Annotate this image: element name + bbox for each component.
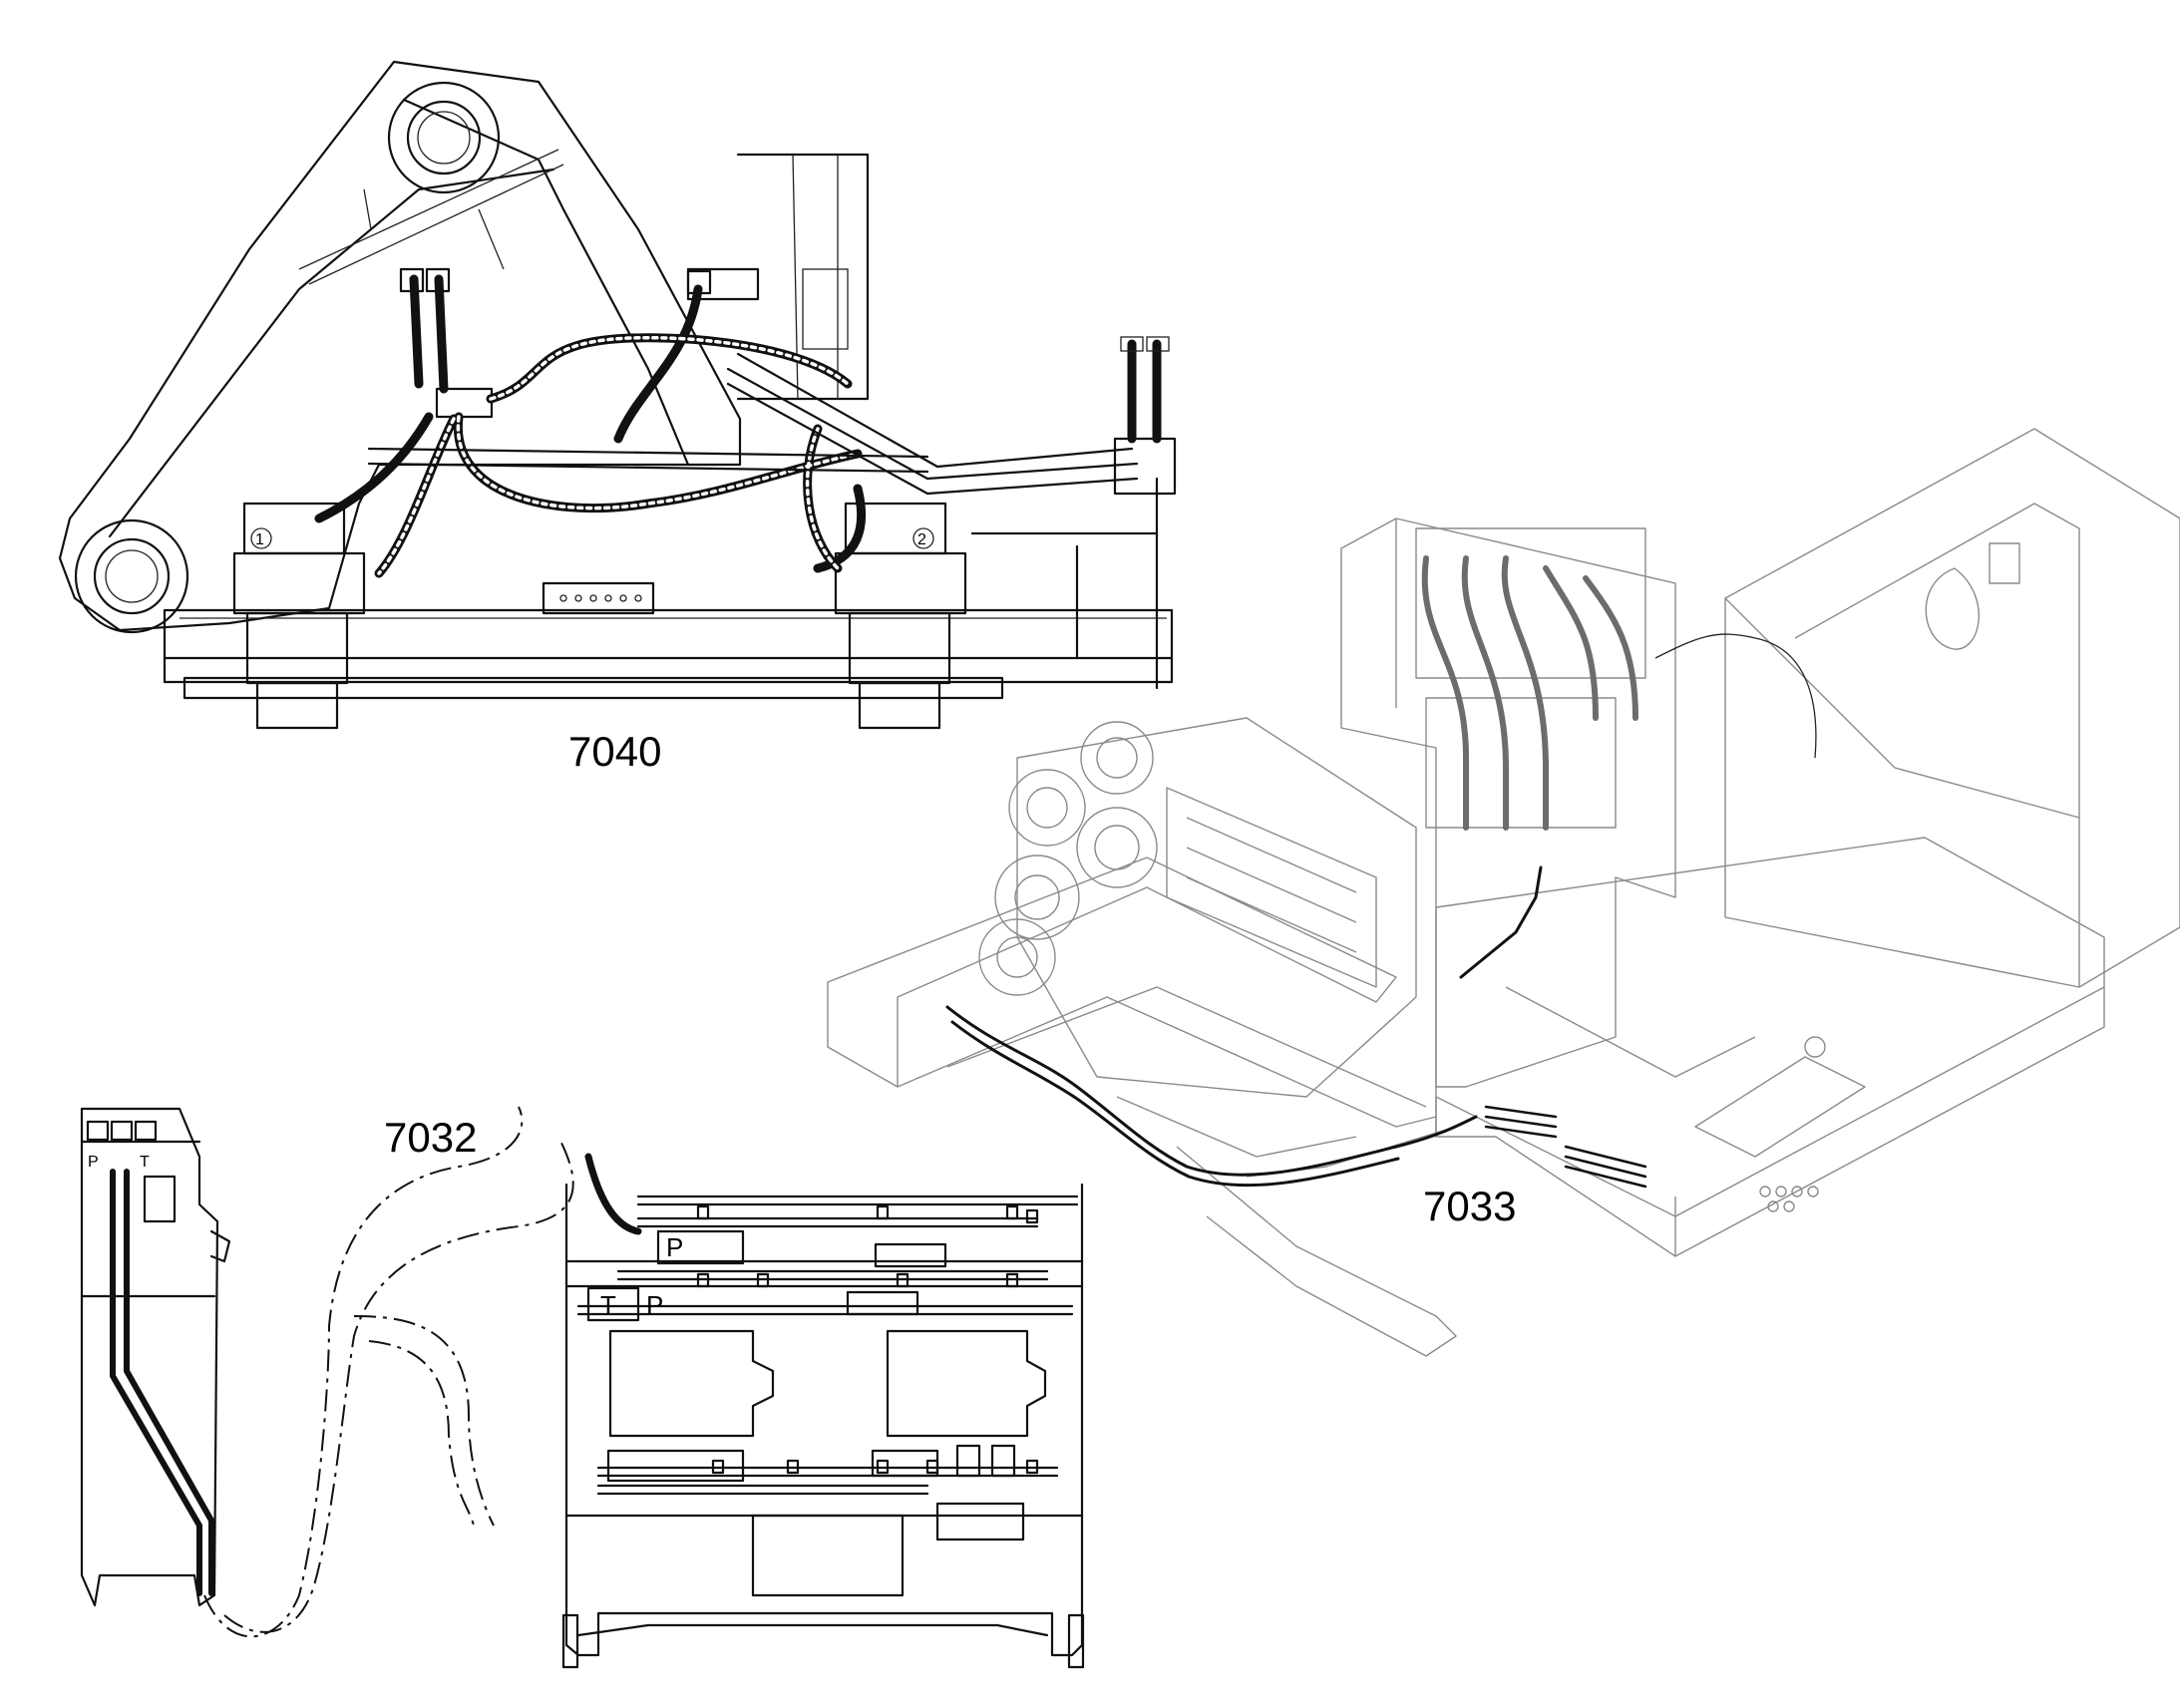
hose-bundle xyxy=(314,274,867,578)
frame-front-view: P T P xyxy=(561,1153,1085,1669)
callout-7033: 7033 xyxy=(1423,1183,1516,1229)
tub-hose-bundle xyxy=(1484,1105,1647,1189)
lower-pin-eye xyxy=(74,518,189,634)
tower-hoses xyxy=(1421,555,1817,831)
upper-pin-eye xyxy=(387,81,501,194)
isometric-chassis-7033 xyxy=(827,428,2180,1357)
frame-port-p-lower: P xyxy=(646,1290,663,1320)
callout-7040: 7040 xyxy=(568,728,661,775)
base-bolt-row xyxy=(1759,1186,1819,1212)
svg-text:2: 2 xyxy=(917,531,926,548)
left-drive-motor: 1 xyxy=(232,502,366,730)
cabinet-port-p: P xyxy=(88,1154,99,1171)
frame-port-t: T xyxy=(600,1290,616,1320)
control-cabinet: P T xyxy=(80,1107,231,1607)
upright-hose-pair xyxy=(1120,336,1170,444)
callout-7032: 7032 xyxy=(384,1114,477,1161)
steel-tube-run xyxy=(367,352,1177,496)
cabinet-hoses xyxy=(110,1169,214,1596)
cabinet-port-t: T xyxy=(140,1154,150,1171)
frame-cutouts xyxy=(576,1329,1049,1637)
upper-tube-rows xyxy=(576,1195,1079,1316)
right-drive-motor: 2 xyxy=(834,502,967,730)
lower-tube-rows xyxy=(596,1466,1059,1496)
frame-fittings xyxy=(696,1204,1039,1475)
frame-port-p-upper: P xyxy=(666,1232,683,1262)
hose-routing-path xyxy=(203,1106,574,1638)
engine-gear-covers xyxy=(978,721,1158,996)
svg-text:1: 1 xyxy=(255,531,264,548)
side-view-assembly-7040: 1 2 xyxy=(58,60,1177,730)
frame-rails xyxy=(827,856,1457,1357)
bolt-row xyxy=(559,594,642,602)
top-left-fittings xyxy=(399,267,712,295)
